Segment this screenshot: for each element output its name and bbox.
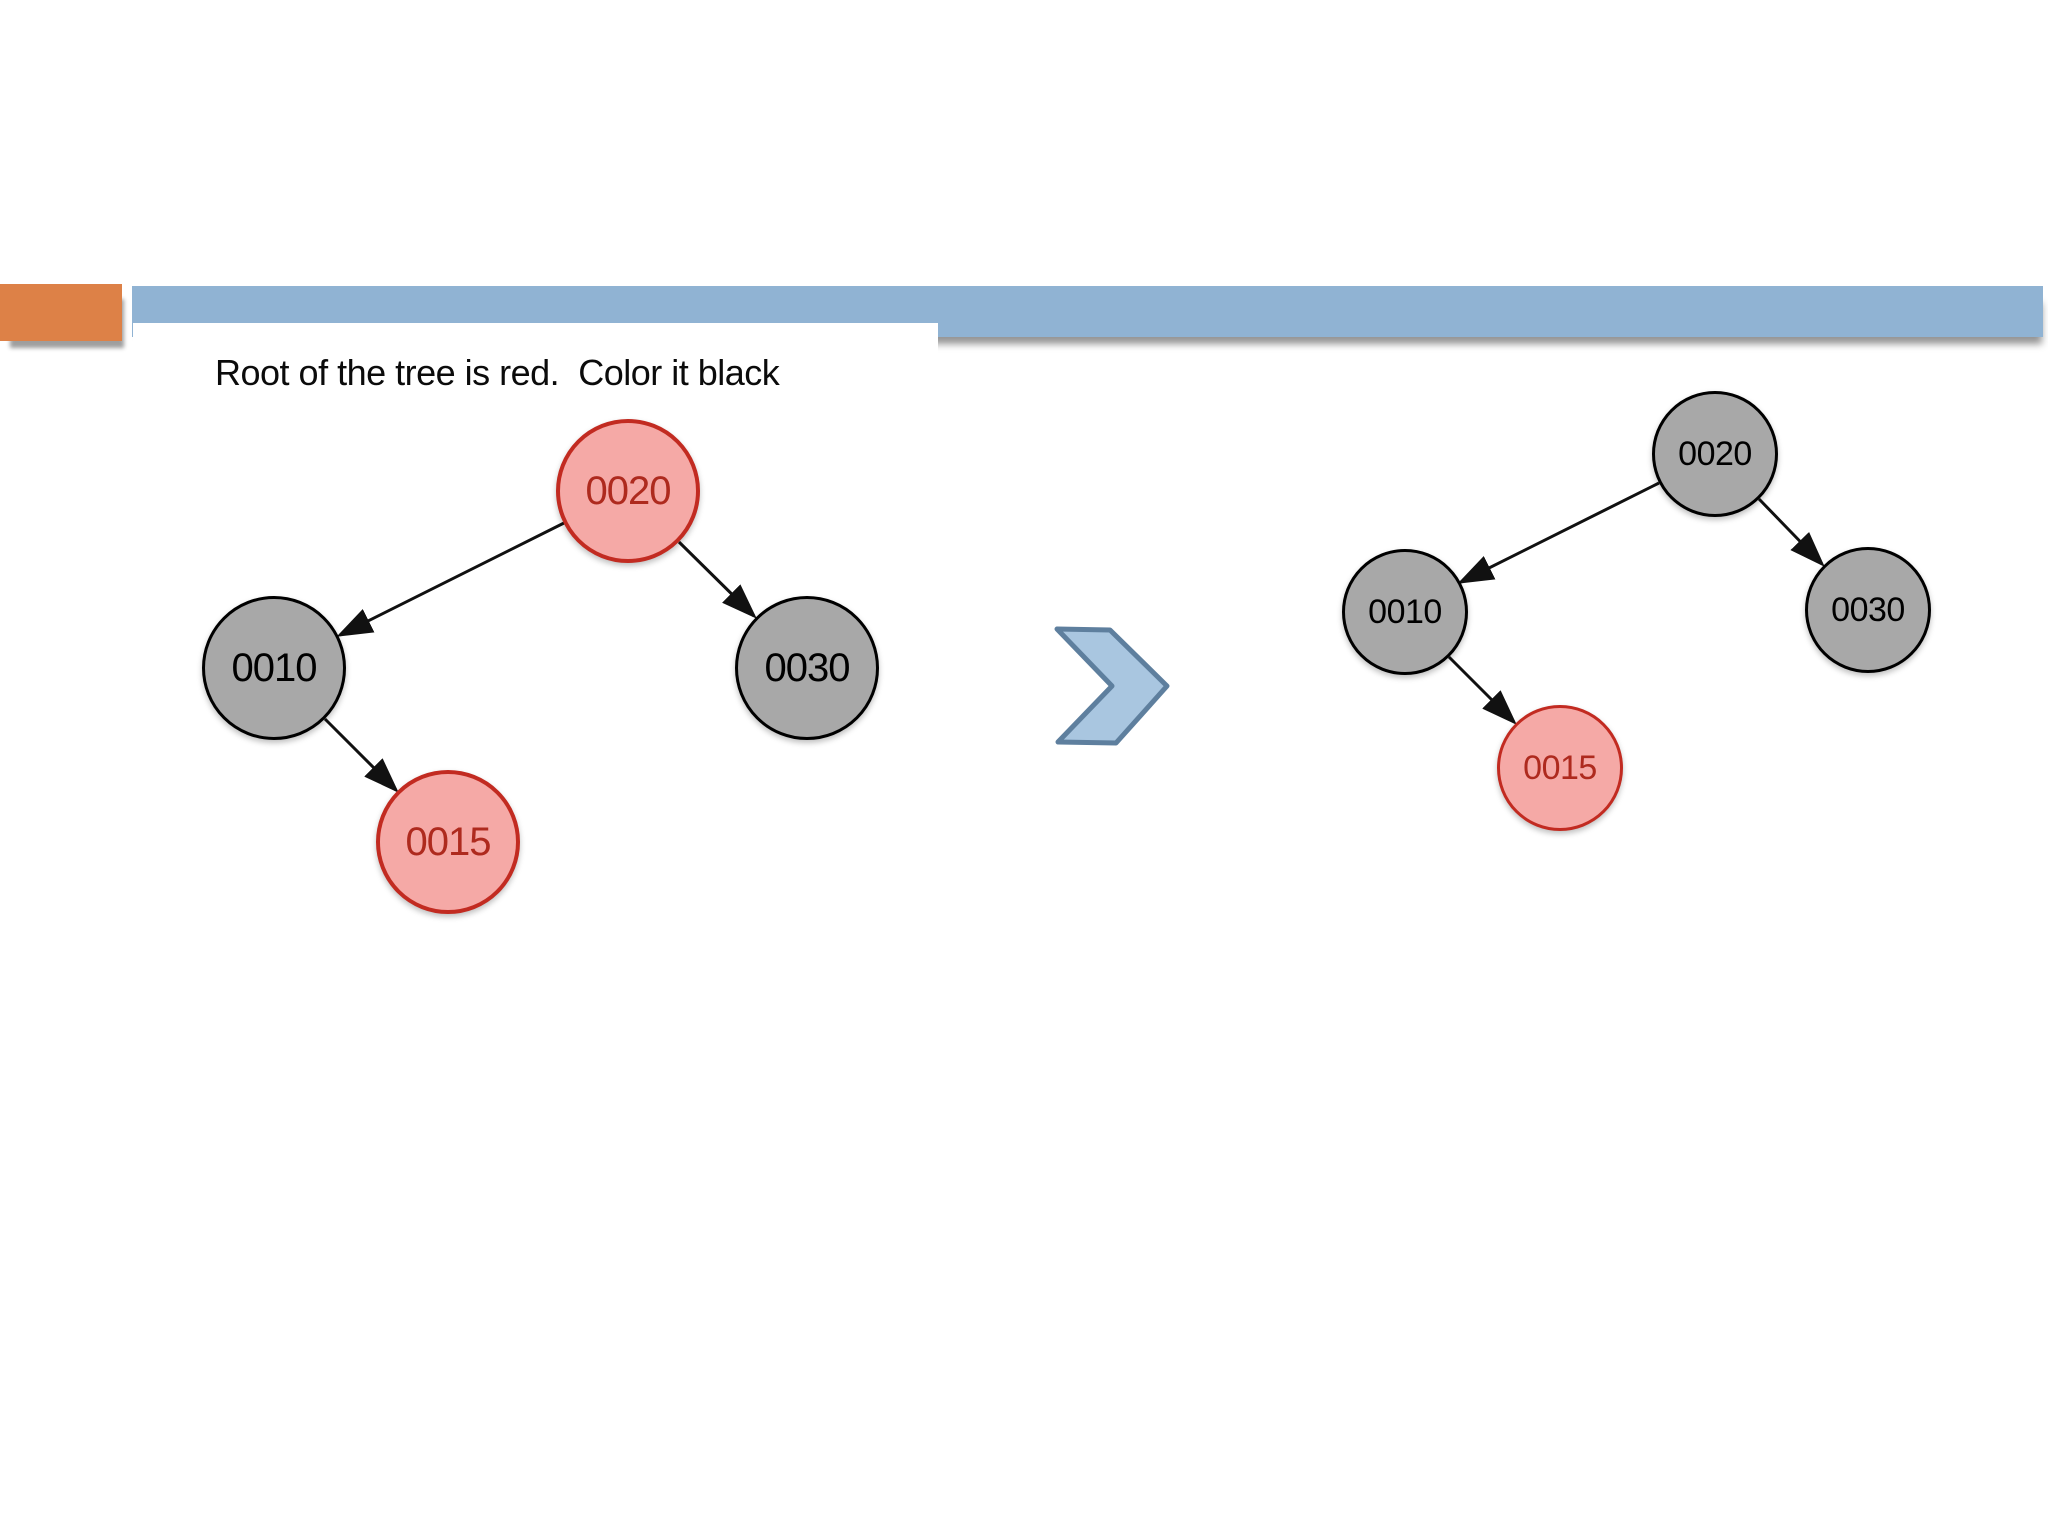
after-node-0020: 0020 <box>1652 391 1778 517</box>
node-label: 0015 <box>405 819 492 864</box>
node-label: 0015 <box>1523 748 1597 787</box>
after-node-0010: 0010 <box>1342 549 1468 675</box>
node-label: 0030 <box>1831 590 1905 629</box>
edge-before-0020-0030 <box>677 540 757 619</box>
after-node-0030: 0030 <box>1805 547 1931 673</box>
edge-after-0010-0015 <box>1447 655 1517 725</box>
node-label: 0020 <box>1678 434 1752 473</box>
node-label: 0030 <box>764 645 851 690</box>
before-node-0030: 0030 <box>735 596 879 740</box>
node-label: 0020 <box>585 468 672 513</box>
edge-before-0010-0015 <box>323 717 399 793</box>
chevron-right-icon <box>1054 626 1170 746</box>
edge-after-0020-0030 <box>1757 497 1825 567</box>
node-label: 0010 <box>231 645 318 690</box>
before-node-0020: 0020 <box>556 419 700 563</box>
edge-before-0020-0010 <box>336 521 565 637</box>
before-node-0010: 0010 <box>202 596 346 740</box>
slide-title: Root of the tree is red. Color it black <box>215 352 780 393</box>
node-label: 0010 <box>1368 592 1442 631</box>
before-node-0015: 0015 <box>376 770 520 914</box>
after-node-0015: 0015 <box>1497 705 1623 831</box>
accent-rect <box>0 284 122 341</box>
edge-after-0020-0010 <box>1457 481 1660 584</box>
